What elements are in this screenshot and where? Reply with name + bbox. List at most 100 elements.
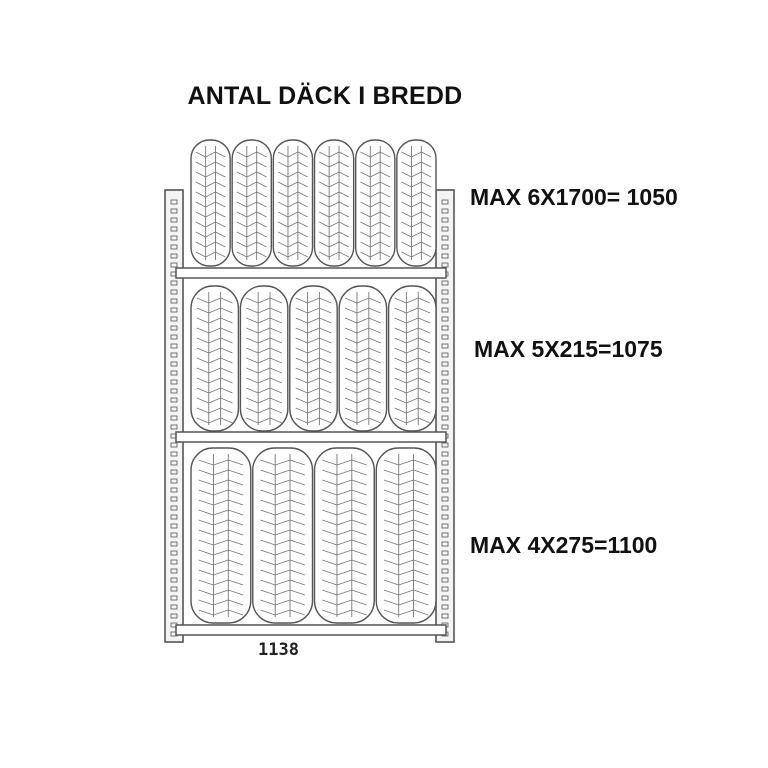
- upright-left-hole: [170, 505, 178, 511]
- upright-left-hole: [170, 307, 178, 313]
- upright-right-hole: [441, 487, 449, 493]
- tire-tread: [322, 459, 367, 616]
- tire-tread: [383, 459, 429, 616]
- upright-left-hole: [170, 334, 178, 340]
- upright-left-hole: [170, 325, 178, 331]
- upright-right-hole: [441, 586, 449, 592]
- upright-left-hole: [170, 586, 178, 592]
- upright-right-hole: [441, 307, 449, 313]
- tire: [289, 285, 338, 432]
- tire-tread: [277, 151, 308, 258]
- upright-right-hole: [441, 559, 449, 565]
- tire: [387, 285, 437, 432]
- upright-right-hole: [441, 289, 449, 295]
- tire-tread: [295, 297, 332, 424]
- upright-left-hole: [170, 451, 178, 457]
- tire-tread: [198, 459, 244, 616]
- upright-left-hole: [170, 226, 178, 232]
- upright-right-hole: [441, 334, 449, 340]
- shelf-bottom-label: MAX 4X275=1100: [470, 532, 658, 558]
- upright-left-hole: [170, 523, 178, 529]
- shelf-beam-1: [175, 267, 447, 279]
- tire-tread: [196, 297, 233, 424]
- upright-right-hole: [441, 604, 449, 610]
- upright-right-hole: [441, 217, 449, 223]
- upright-left-hole: [170, 415, 178, 421]
- tire-tread: [360, 151, 391, 258]
- upright-left-hole: [170, 559, 178, 565]
- upright-right-hole: [441, 397, 449, 403]
- upright-left-hole: [170, 568, 178, 574]
- tire: [252, 447, 314, 624]
- upright-left-hole: [170, 343, 178, 349]
- upright-right-hole: [441, 199, 449, 205]
- upright-right-hole: [441, 379, 449, 385]
- upright-right-hole: [441, 298, 449, 304]
- shelf-beam-3: [175, 624, 447, 636]
- upright-left-hole: [170, 550, 178, 556]
- tire-tread: [236, 151, 267, 258]
- upright-left-hole: [170, 397, 178, 403]
- upright-left-hole: [170, 604, 178, 610]
- shelf-top-label: MAX 6X1700= 1050: [470, 184, 678, 210]
- tire-rack: [164, 139, 455, 643]
- upright-left-hole: [170, 487, 178, 493]
- upright-right-hole: [441, 352, 449, 358]
- tire-tread: [195, 151, 226, 258]
- upright-right-hole: [441, 478, 449, 484]
- upright-right-hole: [441, 316, 449, 322]
- upright-right-hole: [441, 550, 449, 556]
- upright-left-hole: [170, 496, 178, 502]
- upright-right-hole: [441, 406, 449, 412]
- upright-left-hole: [170, 253, 178, 259]
- upright-left-hole: [170, 577, 178, 583]
- upright-left-hole: [170, 280, 178, 286]
- upright-left-hole: [170, 613, 178, 619]
- tire-tread: [344, 297, 381, 424]
- upright-right-hole: [441, 235, 449, 241]
- upright-left-hole: [170, 208, 178, 214]
- rack-width-label: 1138: [258, 640, 299, 660]
- tire-tread: [394, 297, 431, 424]
- upright-left-hole: [170, 442, 178, 448]
- upright-left-hole: [170, 289, 178, 295]
- tire: [190, 285, 240, 432]
- upright-right-hole: [441, 460, 449, 466]
- tire: [190, 447, 252, 624]
- upright-right-hole: [441, 523, 449, 529]
- upright-left-hole: [170, 217, 178, 223]
- upright-right-hole: [441, 541, 449, 547]
- upright-left-hole: [170, 541, 178, 547]
- upright-left-hole: [170, 316, 178, 322]
- upright-right-hole: [441, 505, 449, 511]
- upright-right-hole: [441, 532, 449, 538]
- upright-right-hole: [441, 514, 449, 520]
- tire-tread: [319, 151, 350, 258]
- upright-left-hole: [170, 199, 178, 205]
- upright-right-hole: [441, 253, 449, 259]
- upright-right-hole: [441, 496, 449, 502]
- upright-right-hole: [441, 595, 449, 601]
- upright-left-hole: [170, 388, 178, 394]
- upright-right-hole: [441, 244, 449, 250]
- upright-left-hole: [170, 370, 178, 376]
- upright-left-hole: [170, 235, 178, 241]
- shelf-middle-label: MAX 5X215=1075: [474, 336, 663, 362]
- upright-left-hole: [170, 244, 178, 250]
- tire: [338, 285, 388, 432]
- tire-tread: [260, 459, 305, 616]
- upright-left-hole: [170, 514, 178, 520]
- tire: [239, 285, 289, 432]
- upright-left-hole: [170, 532, 178, 538]
- upright-right-hole: [441, 361, 449, 367]
- upright-left-hole: [170, 424, 178, 430]
- upright-left-hole: [170, 379, 178, 385]
- tire-tread: [401, 151, 432, 258]
- tire: [313, 447, 375, 624]
- diagram-title: ANTAL DÄCK I BREDD: [187, 82, 463, 110]
- tire: [375, 447, 437, 624]
- upright-left-hole: [170, 298, 178, 304]
- upright-right-hole: [441, 343, 449, 349]
- upright-right-hole: [441, 415, 449, 421]
- upright-left-hole: [170, 460, 178, 466]
